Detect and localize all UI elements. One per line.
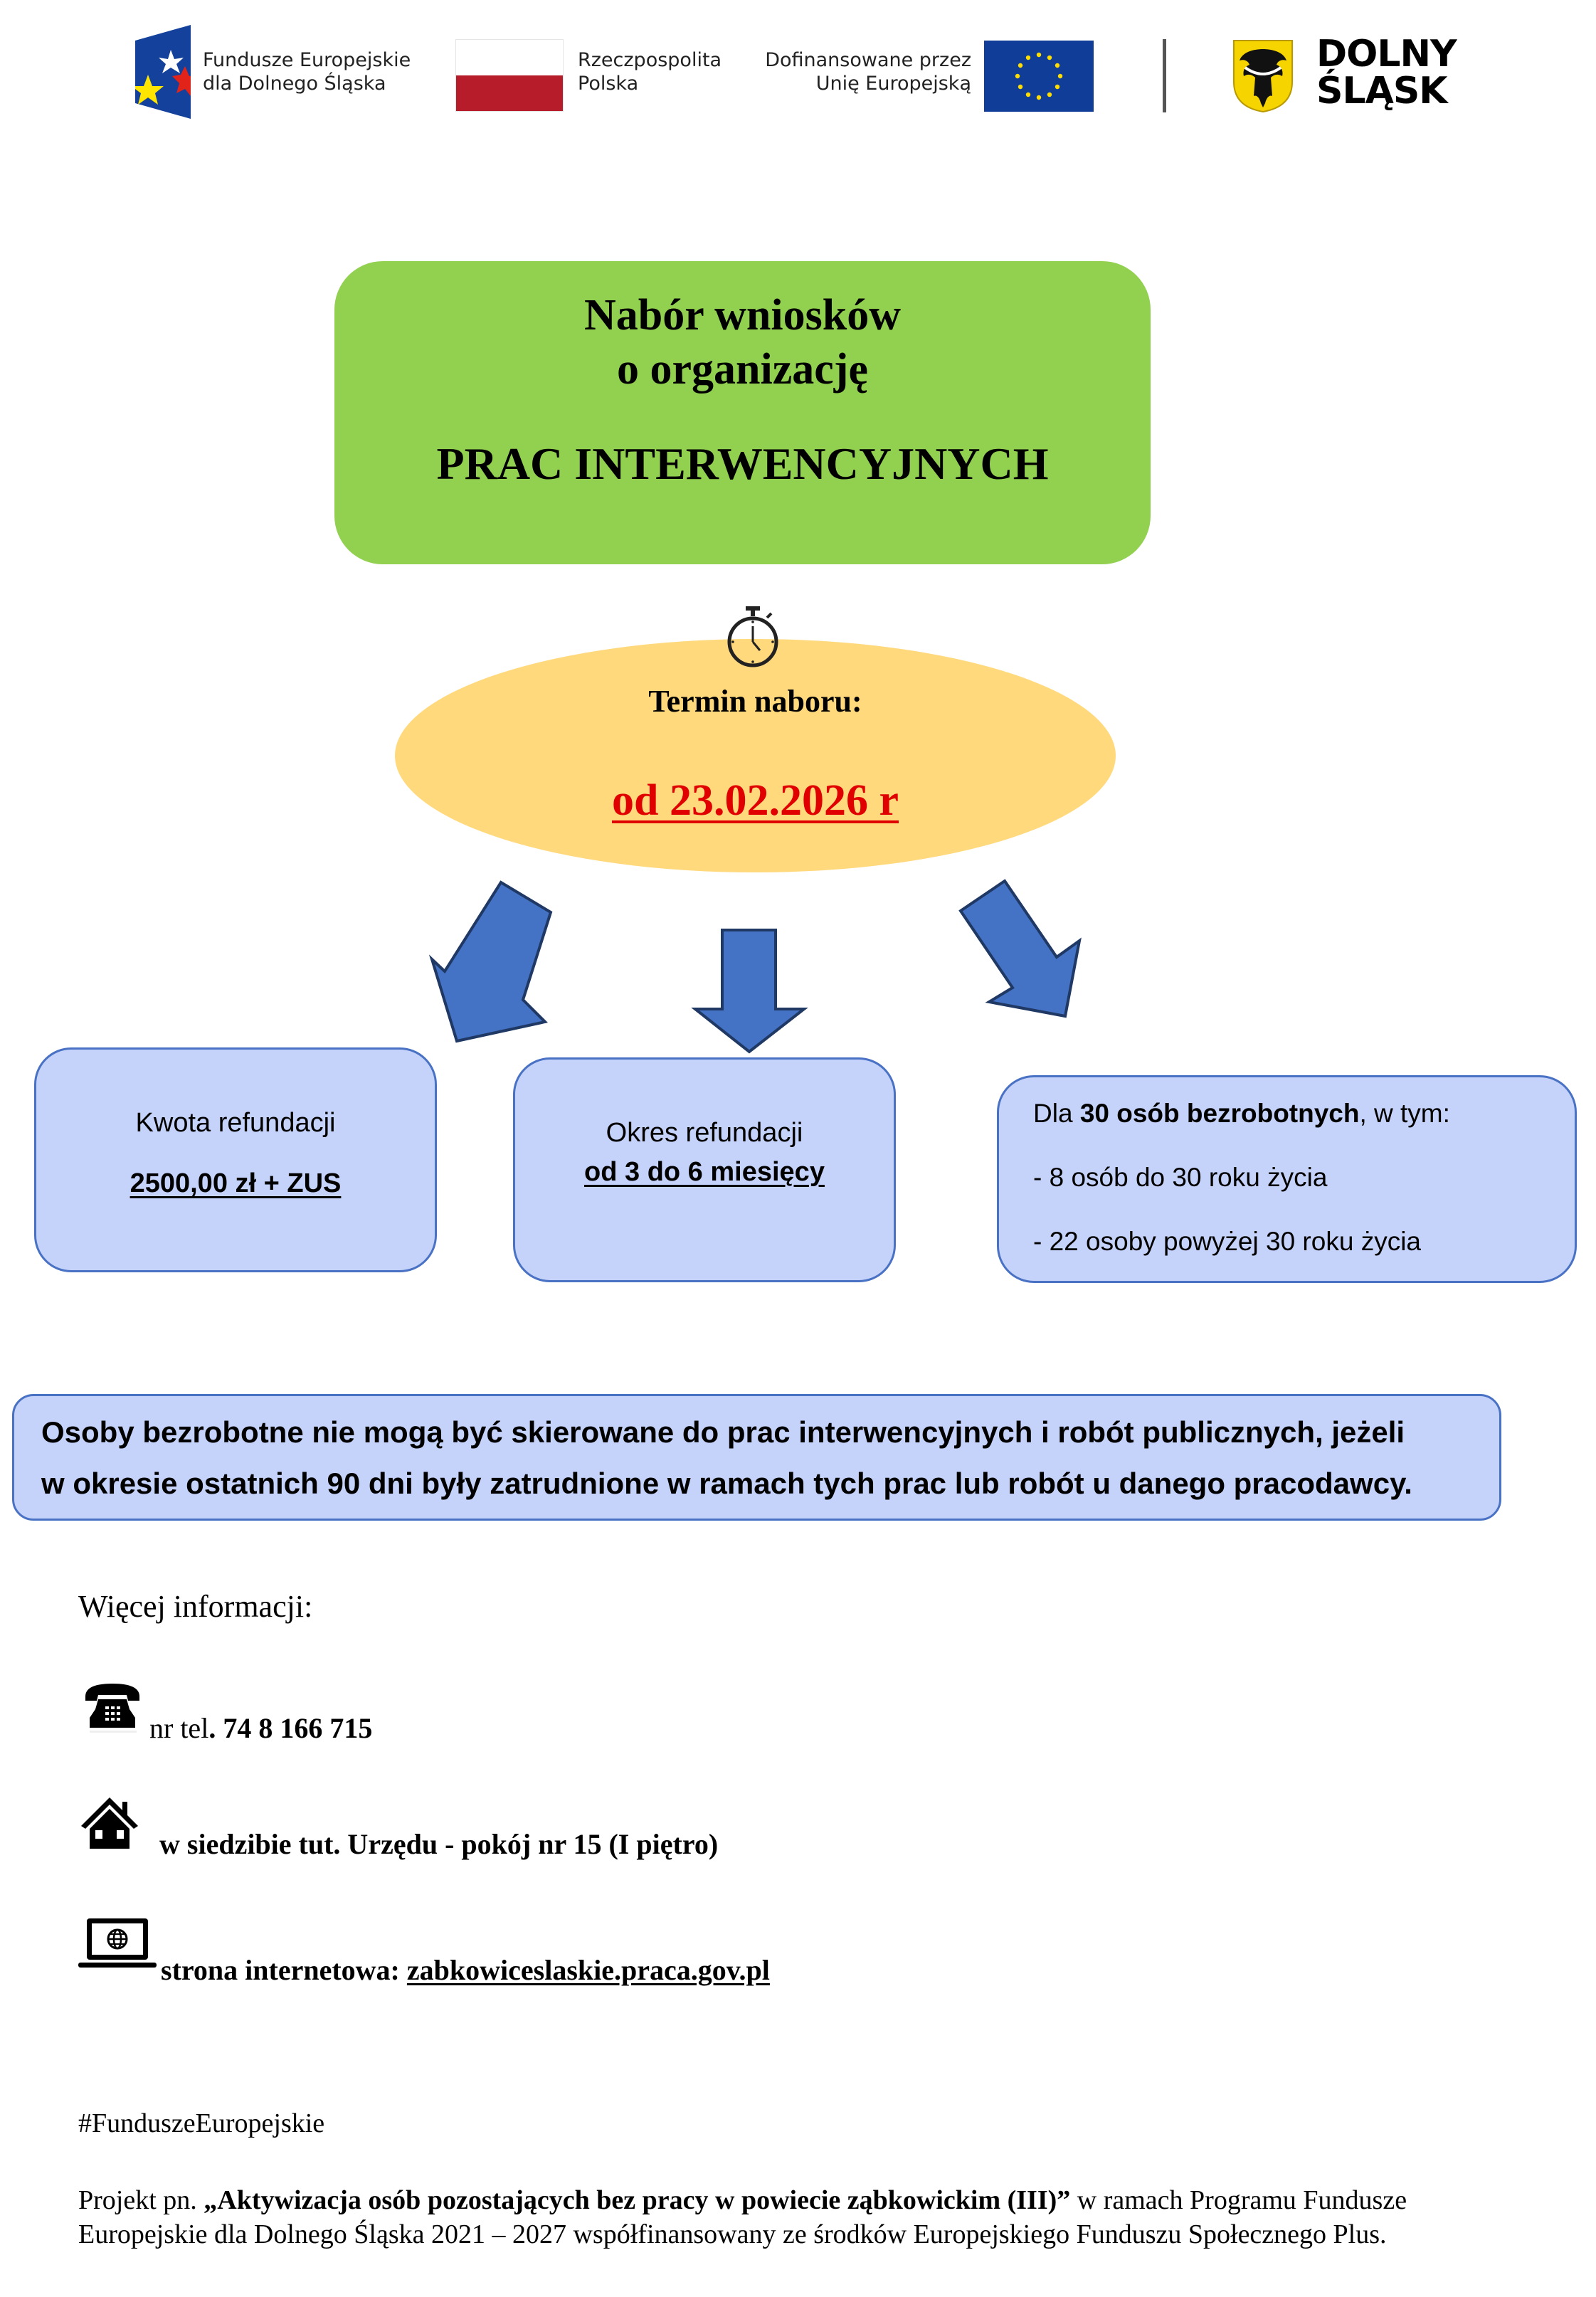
title-line-3: PRAC INTERWENCYJNYCH	[436, 438, 1049, 489]
website-link[interactable]: zabkowiceslaskie.praca.gov.pl	[406, 1954, 770, 1986]
participants-intro-pre: Dla	[1033, 1099, 1080, 1128]
refund-period-value: od 3 do 6 miesięcy	[584, 1157, 825, 1187]
refund-amount-label: Kwota refundacji	[135, 1108, 336, 1138]
arrow-down-icon	[691, 929, 808, 1054]
footer-prefix: Projekt pn.	[78, 2185, 204, 2215]
stopwatch-icon	[724, 605, 781, 670]
eu-star-icon	[1025, 55, 1031, 60]
eu-star-icon	[1055, 63, 1060, 68]
eu-star-icon	[1036, 52, 1042, 58]
refund-period-label: Okres refundacji	[606, 1118, 803, 1148]
participants-intro-post: , w tym:	[1359, 1099, 1450, 1128]
eu-flag-icon	[984, 41, 1094, 112]
office-location: w siedzibie tut. Urzędu - pokój nr 15 (I…	[159, 1828, 719, 1860]
dolny-slask-line2: ŚLĄSK	[1316, 70, 1448, 112]
eu-logo-line1: Dofinansowane przez	[765, 49, 971, 71]
refund-amount-box: Kwota refundacji 2500,00 zł + ZUS	[34, 1047, 437, 1272]
notice-line-2: w okresie ostatnich 90 dni były zatrudni…	[41, 1467, 1412, 1500]
laptop-globe-icon	[78, 1916, 157, 1973]
arrows	[428, 879, 1082, 1054]
footer-suffix: w ramach Programu Fundusze Europejskie d…	[78, 2185, 1407, 2249]
participants-item: - 22 osoby powyżej 30 roku życia	[1033, 1227, 1421, 1256]
eu-star-icon	[1025, 92, 1031, 97]
title-line-1: Nabór wniosków	[583, 291, 902, 339]
hashtag: #FunduszeEuropejskie	[78, 2108, 325, 2138]
polish-flag-icon	[455, 39, 564, 112]
project-name: „Aktywizacja osób pozostających bez prac…	[204, 2185, 1071, 2215]
participants-item: - 8 osób do 30 roku życia	[1033, 1163, 1328, 1192]
project-footer: Projekt pn. „Aktywizacja osób pozostając…	[78, 2183, 1487, 2251]
participants-count: 30 osób bezrobotnych	[1079, 1099, 1360, 1128]
logo-divider	[1163, 39, 1166, 112]
eu-star-icon	[1057, 73, 1063, 79]
phone-contact: nr tel. 74 8 166 715	[149, 1711, 372, 1745]
phone-number[interactable]: . 74 8 166 715	[208, 1712, 373, 1744]
arrow-down-right-icon	[958, 879, 1082, 1018]
eu-logo-text: Dofinansowane przez Unię Europejską	[754, 48, 971, 95]
title-box: Nabór wniosków o organizację PRAC INTERW…	[334, 261, 1151, 564]
fe-logo-line1: Fundusze Europejskie	[203, 49, 411, 71]
deadline-date-text: od 23.02.2026 r	[612, 776, 899, 825]
rp-logo-line2: Polska	[578, 73, 639, 95]
notice-line-1: Osoby bezrobotne nie mogą być skierowane…	[41, 1415, 1405, 1449]
phone-prefix: nr tel	[149, 1712, 209, 1744]
deadline-date: od 23.02.2026 r	[395, 776, 1116, 826]
coat-of-arms-icon	[1232, 39, 1294, 113]
notice-box: Osoby bezrobotne nie mogą być skierowane…	[12, 1394, 1501, 1521]
refund-period-box: Okres refundacji od 3 do 6 miesięcy	[513, 1057, 896, 1282]
eu-star-icon	[1055, 84, 1060, 90]
rp-logo-line1: Rzeczpospolita	[578, 49, 722, 71]
eu-star-icon	[1036, 95, 1042, 100]
deadline-ellipse	[395, 639, 1116, 872]
eu-star-icon	[1015, 73, 1020, 79]
home-icon	[81, 1793, 145, 1850]
website-label: strona internetowa:	[161, 1954, 407, 1986]
participants-intro: Dla 30 osób bezrobotnych, w tym:	[1033, 1099, 1575, 1129]
deadline-label: Termin naboru:	[648, 684, 862, 719]
website-contact: strona internetowa: zabkowiceslaskie.pra…	[161, 1953, 770, 1987]
phone-icon	[83, 1681, 147, 1738]
refund-amount-value: 2500,00 zł + ZUS	[130, 1168, 342, 1198]
fe-logo-icon	[135, 25, 191, 119]
title-line-2: o organizację	[617, 345, 868, 394]
dolny-slask-line1: DOLNY	[1316, 33, 1457, 75]
arrow-down-left-icon	[428, 880, 553, 1043]
more-info-heading: Więcej informacji:	[78, 1589, 313, 1624]
fe-logo-text: Fundusze Europejskie dla Dolnego Śląska	[203, 48, 411, 95]
dolny-slask-logo-text: DOLNY ŚLĄSK	[1316, 36, 1457, 110]
participants-box: Dla 30 osób bezrobotnych, w tym: - 8 osó…	[997, 1075, 1577, 1283]
eu-star-icon	[1047, 92, 1052, 97]
eu-logo-line2: Unię Europejską	[815, 73, 971, 95]
rp-logo-text: Rzeczpospolita Polska	[578, 48, 722, 95]
eu-star-icon	[1018, 63, 1023, 68]
eu-star-icon	[1047, 55, 1052, 60]
eu-star-icon	[1018, 84, 1023, 90]
fe-logo-line2: dla Dolnego Śląska	[203, 73, 386, 95]
